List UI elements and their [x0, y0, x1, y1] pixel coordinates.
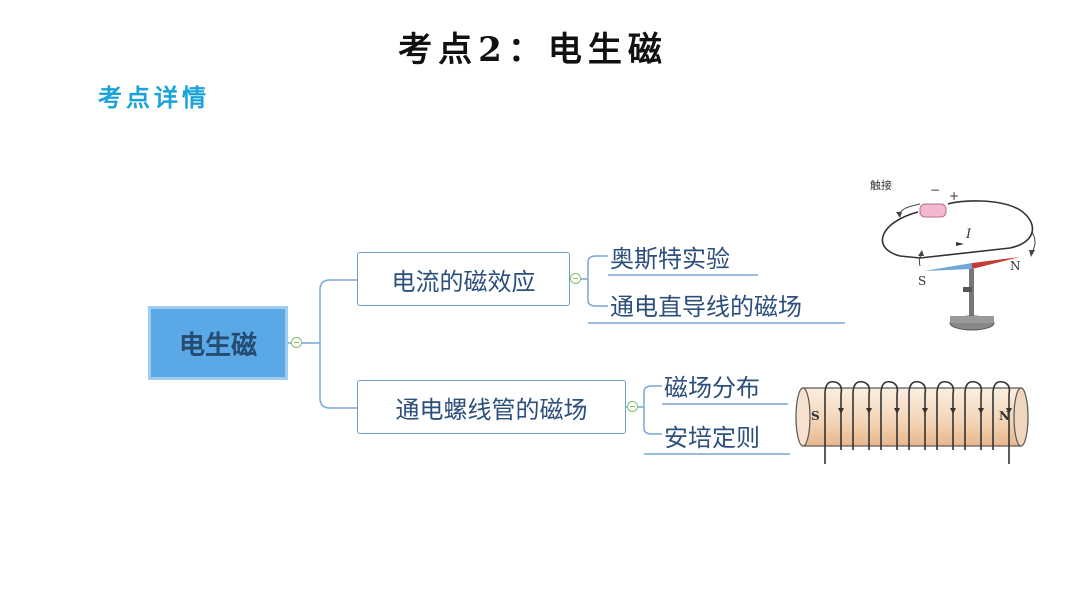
mindmap-root-node[interactable]: 电生磁	[148, 306, 288, 380]
solenoid-coils	[824, 380, 1011, 464]
branch-solenoid-field[interactable]: 通电螺线管的磁场	[357, 380, 626, 434]
compass-needle-north	[972, 257, 1020, 269]
battery-icon	[919, 203, 947, 218]
compass-stand	[969, 269, 974, 317]
plus-label: +	[949, 189, 959, 203]
wire-loop	[881, 200, 1034, 259]
solenoid-tube	[802, 387, 1022, 447]
minus-label: −	[930, 183, 940, 197]
leaf-field-distribution[interactable]: 磁场分布	[664, 373, 760, 402]
compass-needle-south	[924, 263, 972, 271]
solenoid-figure: S N	[795, 380, 1029, 464]
branch-current-magnetic-effect[interactable]: 电流的磁效应	[357, 252, 570, 306]
collapse-toggle-icon[interactable]	[627, 401, 638, 412]
page-title: 考点2：电生磁	[398, 30, 668, 70]
current-arrow	[956, 242, 964, 246]
leaf-straight-wire-field[interactable]: 通电直导线的磁场	[610, 292, 802, 321]
oersted-experiment-figure: 触接 − + I S N	[870, 178, 1036, 331]
leaf-ampere-rule[interactable]: 安培定则	[664, 423, 760, 452]
south-label: S	[918, 274, 926, 288]
collapse-toggle-icon[interactable]	[570, 273, 581, 284]
solenoid-south-label: S	[811, 409, 820, 423]
arrow-head-right	[1029, 250, 1035, 257]
north-label: N	[1010, 259, 1021, 273]
contact-label: 触接	[870, 178, 892, 192]
solenoid-north-label: N	[999, 409, 1010, 423]
current-label: I	[965, 227, 972, 242]
leaf-oersted-experiment[interactable]: 奥斯特实验	[610, 244, 730, 273]
section-subtitle: 考点详情	[98, 83, 210, 112]
arrow-curve-right	[1031, 231, 1036, 253]
collapse-toggle-icon[interactable]	[291, 337, 302, 348]
arrow-head	[896, 212, 902, 218]
coil-arrows	[838, 408, 1012, 414]
